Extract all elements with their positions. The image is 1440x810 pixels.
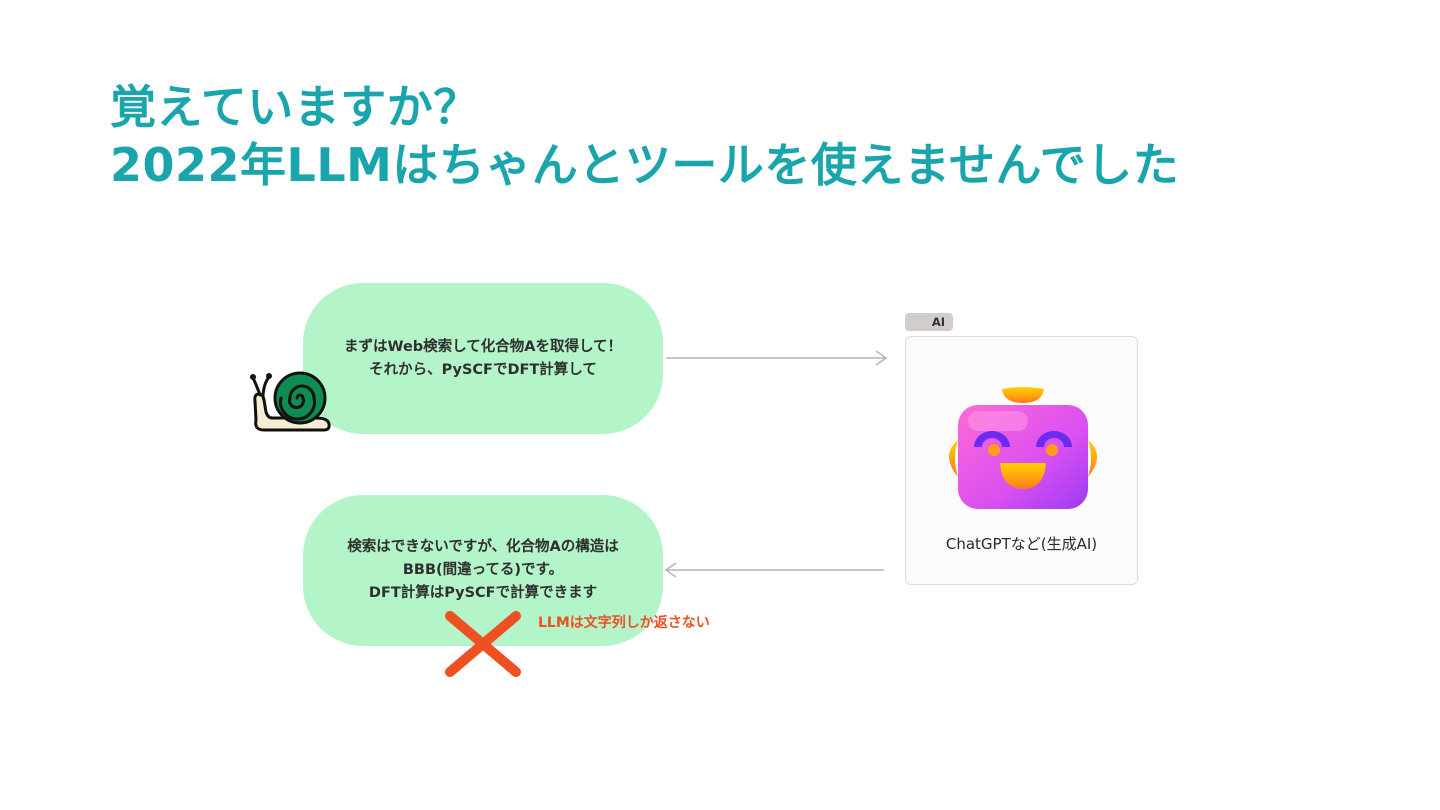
ai-caption: ChatGPTなど(生成AI) xyxy=(945,535,1098,553)
failure-note: LLMは文字列しか返さない xyxy=(538,615,710,631)
cross-icon xyxy=(445,611,521,677)
user-request-bubble: まずはWeb検索して化合物Aを取得して！ それから、PySCFでDFT計算して xyxy=(303,283,663,434)
ai-tag: AI xyxy=(905,313,953,331)
user-request-line1: まずはWeb検索して化合物Aを取得して！ xyxy=(343,338,623,355)
ai-node-card: ChatGPTなど(生成AI) xyxy=(905,336,1138,585)
response-arrow xyxy=(664,562,884,578)
slide-title-line2: 2022年LLMはちゃんとツールを使えませんでした xyxy=(110,138,1180,192)
snail-icon xyxy=(250,371,331,432)
slide-title-line1: 覚えていますか？ xyxy=(110,80,480,134)
ai-response-line2: BBB(間違ってる)です。 xyxy=(402,562,564,578)
robot-icon xyxy=(949,387,1097,509)
request-arrow xyxy=(666,350,888,366)
slide-title: 覚えていますか？ 2022年LLMはちゃんとツールを使えませんでした xyxy=(110,78,1179,194)
ai-response-line3: DFT計算はPySCFで計算できます xyxy=(368,585,598,601)
ai-response-line1: 検索はできないですが、化合物Aの構造は xyxy=(347,539,619,555)
user-request-line2: それから、PySCFでDFT計算して xyxy=(369,361,597,378)
ai-response-bubble: 検索はできないですが、化合物Aの構造は BBB(間違ってる)です。 DFT計算は… xyxy=(303,495,663,646)
